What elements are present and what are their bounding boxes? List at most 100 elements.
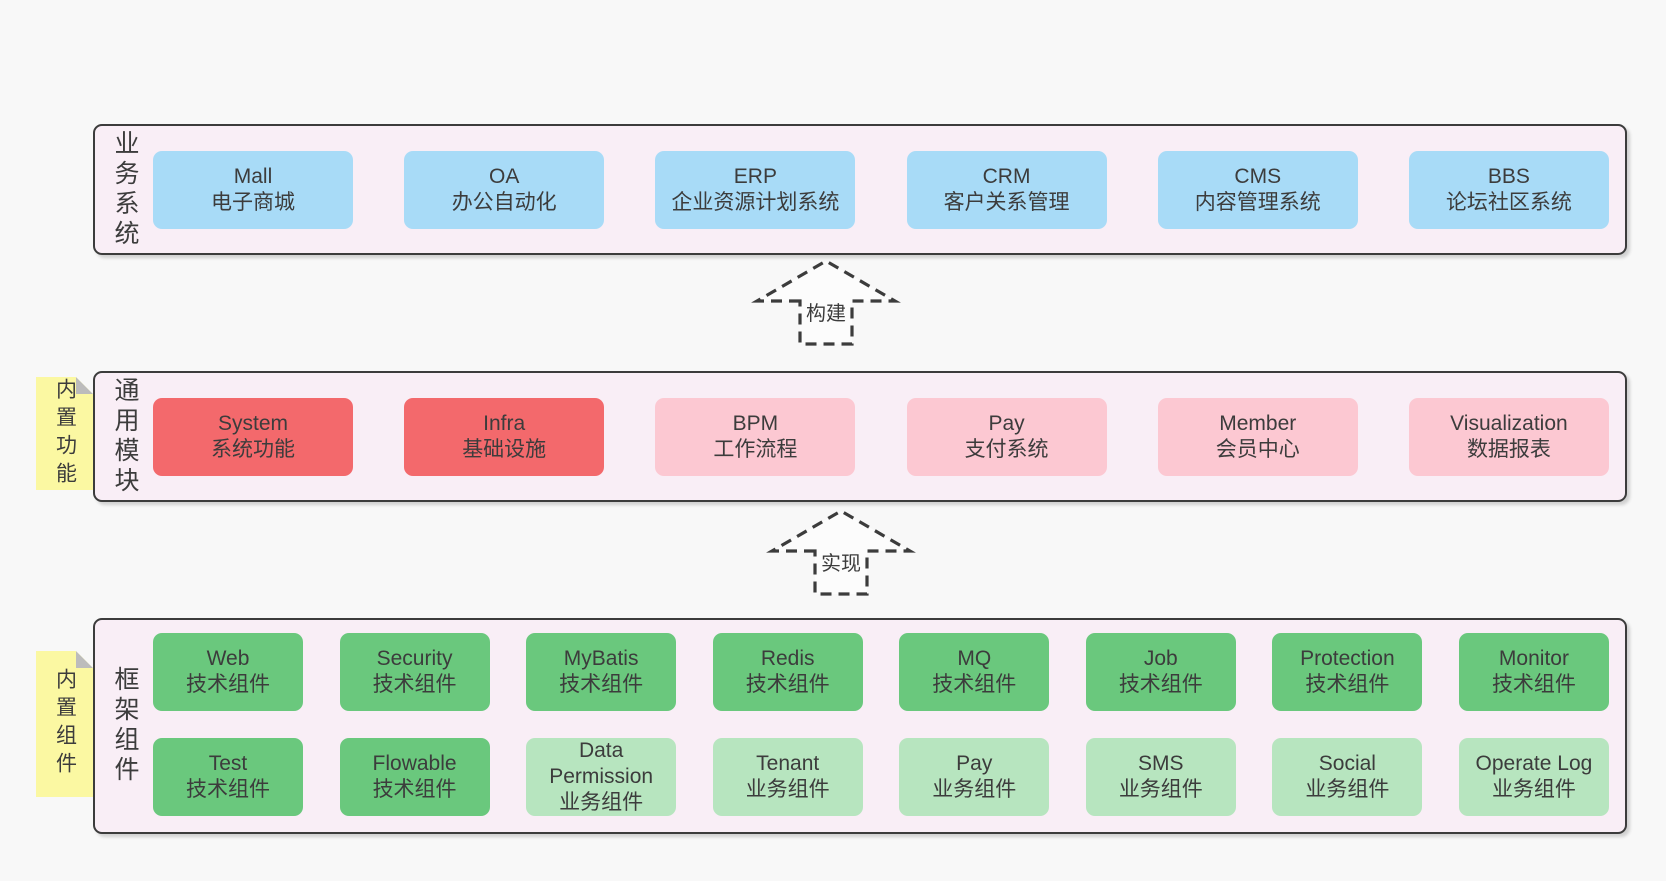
box-subtitle: 会员中心 bbox=[1215, 438, 1300, 461]
box-title: BPM bbox=[732, 412, 779, 435]
box-subtitle: 技术组件 bbox=[372, 778, 457, 801]
box-job: Job 技术组件 bbox=[1085, 633, 1236, 711]
box-title: Protection bbox=[1300, 647, 1395, 670]
box-title: Redis bbox=[760, 647, 815, 670]
box-subtitle: 论坛社区系统 bbox=[1445, 191, 1572, 214]
box-title: MyBatis bbox=[563, 647, 639, 670]
box-title: Security bbox=[376, 647, 453, 670]
box-title: ERP bbox=[733, 165, 777, 188]
box-title: Tenant bbox=[756, 752, 820, 775]
box-subtitle: 业务组件 bbox=[559, 791, 644, 814]
box-bpm: BPM 工作流程 bbox=[655, 398, 856, 476]
box-subtitle: 技术组件 bbox=[932, 673, 1017, 696]
box-title: Member bbox=[1219, 412, 1297, 435]
box-bbs: BBS 论坛社区系统 bbox=[1408, 151, 1609, 229]
box-title: CMS bbox=[1234, 165, 1282, 188]
box-subtitle: 数据报表 bbox=[1466, 438, 1551, 461]
box-pay: Pay 业务组件 bbox=[899, 738, 1050, 816]
box-mq: MQ 技术组件 bbox=[899, 633, 1050, 711]
box-subtitle: 工作流程 bbox=[713, 438, 798, 461]
box-subtitle: 支付系统 bbox=[964, 438, 1049, 461]
box-subtitle: 技术组件 bbox=[1491, 673, 1576, 696]
box-subtitle: 基础设施 bbox=[462, 438, 547, 461]
box-cms: CMS 内容管理系统 bbox=[1157, 151, 1358, 229]
box-subtitle: 技术组件 bbox=[372, 673, 457, 696]
box-monitor: Monitor 技术组件 bbox=[1458, 633, 1609, 711]
sticky-builtin-features-label: 内置功能 bbox=[53, 377, 77, 490]
box-title: Web bbox=[206, 647, 250, 670]
box-tenant: Tenant 业务组件 bbox=[712, 738, 863, 816]
box-flowable: Flowable 技术组件 bbox=[339, 738, 490, 816]
box-mall: Mall 电子商城 bbox=[153, 151, 353, 229]
box-subtitle: 内容管理系统 bbox=[1194, 191, 1321, 214]
box-subtitle: 业务组件 bbox=[1491, 778, 1576, 801]
box-mybatis: MyBatis 技术组件 bbox=[526, 633, 677, 711]
box-security: Security 技术组件 bbox=[339, 633, 490, 711]
box-title: SMS bbox=[1138, 752, 1184, 775]
box-web: Web 技术组件 bbox=[153, 633, 303, 711]
box-subtitle: 企业资源计划系统 bbox=[671, 191, 840, 214]
box-subtitle: 业务组件 bbox=[1305, 778, 1390, 801]
box-title: Flowable bbox=[372, 752, 457, 775]
box-title: Job bbox=[1143, 647, 1178, 670]
arrow-build: 构建 bbox=[751, 255, 901, 347]
box-operate-log: Operate Log 业务组件 bbox=[1458, 738, 1609, 816]
arrow-build-label: 构建 bbox=[804, 297, 848, 326]
box-system: System 系统功能 bbox=[153, 398, 353, 476]
box-subtitle: 系统功能 bbox=[211, 438, 295, 461]
box-subtitle: 业务组件 bbox=[932, 778, 1017, 801]
framework-components-label: 框架组件 bbox=[111, 666, 139, 786]
box-subtitle: 技术组件 bbox=[186, 673, 270, 696]
box-sms: SMS 业务组件 bbox=[1085, 738, 1236, 816]
box-title: OA bbox=[489, 165, 520, 188]
box-subtitle: 技术组件 bbox=[186, 778, 270, 801]
sticky-note-builtin-features: 内置功能 bbox=[36, 377, 93, 490]
business-systems-label: 业务系统 bbox=[111, 129, 139, 250]
box-protection: Protection 技术组件 bbox=[1272, 633, 1423, 711]
box-title: Monitor bbox=[1498, 647, 1569, 670]
box-test: Test 技术组件 bbox=[153, 738, 303, 816]
box-title: Pay bbox=[988, 412, 1025, 435]
box-title: Data Permission bbox=[549, 739, 654, 788]
box-title: Test bbox=[208, 752, 248, 775]
box-title: Pay bbox=[956, 752, 993, 775]
box-subtitle: 技术组件 bbox=[1305, 673, 1390, 696]
box-subtitle: 电子商城 bbox=[211, 191, 295, 214]
box-subtitle: 业务组件 bbox=[1118, 778, 1203, 801]
box-subtitle: 技术组件 bbox=[559, 673, 644, 696]
common-modules-label: 通用模块 bbox=[111, 376, 139, 497]
box-title: Social bbox=[1318, 752, 1376, 775]
box-data-permission: Data Permission 业务组件 bbox=[526, 738, 677, 816]
box-erp: ERP 企业资源计划系统 bbox=[655, 151, 856, 229]
box-title: Mall bbox=[233, 165, 273, 188]
box-subtitle: 技术组件 bbox=[745, 673, 830, 696]
sticky-builtin-components-label: 内置组件 bbox=[53, 668, 77, 780]
arrow-implement-label: 实现 bbox=[819, 547, 863, 576]
arrow-implement: 实现 bbox=[766, 505, 916, 597]
sticky-note-builtin-components: 内置组件 bbox=[36, 651, 93, 797]
box-subtitle: 技术组件 bbox=[1118, 673, 1203, 696]
box-title: CRM bbox=[982, 165, 1031, 188]
box-visualization: Visualization 数据报表 bbox=[1408, 398, 1609, 476]
box-subtitle: 业务组件 bbox=[745, 778, 830, 801]
box-title: Operate Log bbox=[1475, 752, 1593, 775]
box-title: BBS bbox=[1487, 165, 1530, 188]
box-title: MQ bbox=[957, 647, 992, 670]
box-member: Member 会员中心 bbox=[1157, 398, 1358, 476]
box-pay: Pay 支付系统 bbox=[906, 398, 1107, 476]
box-redis: Redis 技术组件 bbox=[712, 633, 863, 711]
box-social: Social 业务组件 bbox=[1272, 738, 1423, 816]
box-title: System bbox=[217, 412, 288, 435]
box-oa: OA 办公自动化 bbox=[404, 151, 605, 229]
box-subtitle: 办公自动化 bbox=[451, 191, 557, 214]
box-title: Visualization bbox=[1450, 412, 1568, 435]
